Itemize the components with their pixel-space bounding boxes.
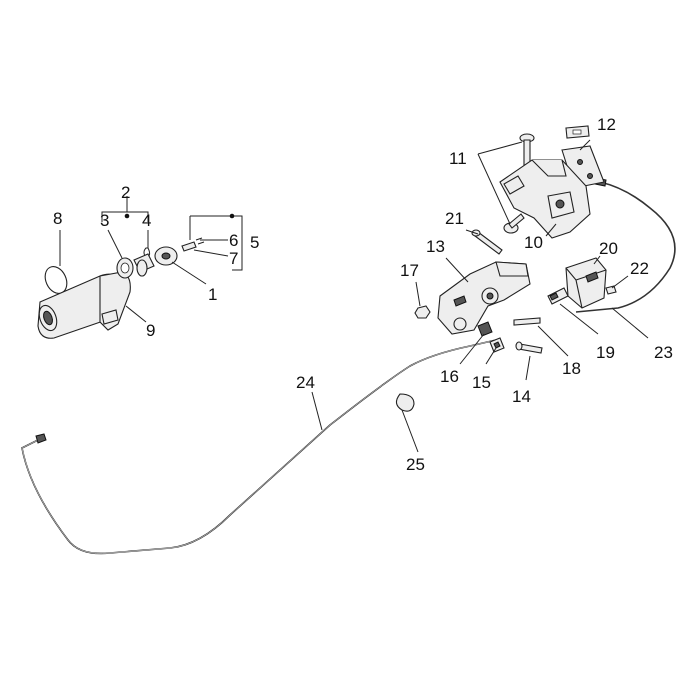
part-20-actuator — [565, 257, 607, 309]
part-16-fitting — [477, 321, 493, 337]
cable-24 — [21, 339, 497, 555]
label-14: 14 — [512, 387, 531, 406]
part-19-connector — [547, 287, 569, 305]
label-7: 7 — [229, 249, 238, 268]
label-25: 25 — [406, 455, 425, 474]
part-1-cam — [154, 246, 178, 266]
label-10: 10 — [524, 233, 543, 252]
label-24: 24 — [296, 373, 315, 392]
part-9-lock-housing — [37, 271, 131, 339]
label-22: 22 — [630, 259, 649, 278]
label-15: 15 — [472, 373, 491, 392]
label-21: 21 — [445, 209, 464, 228]
leader-lines — [59, 139, 649, 453]
label-5: 5 — [250, 233, 259, 252]
group-bracket-5 — [189, 213, 243, 271]
label-11: 11 — [449, 149, 467, 168]
callout-labels: 1 2 3 4 5 6 7 8 9 10 11 12 13 14 15 16 1… — [53, 115, 673, 474]
label-17: 17 — [400, 261, 419, 280]
label-8: 8 — [53, 209, 62, 228]
label-20: 20 — [599, 239, 618, 258]
group-bracket-2 — [101, 196, 149, 222]
label-18: 18 — [562, 359, 581, 378]
label-3: 3 — [100, 211, 109, 230]
part-13-lever-bracket — [437, 261, 531, 335]
label-16: 16 — [440, 367, 459, 386]
part-15-fitting — [489, 337, 505, 353]
label-2: 2 — [121, 183, 130, 202]
label-4: 4 — [142, 211, 151, 230]
part-6-7-spring-pin — [181, 237, 205, 252]
label-1: 1 — [208, 285, 217, 304]
part-14-pin — [515, 341, 543, 354]
cable-clip-25 — [395, 393, 415, 412]
label-12: 12 — [597, 115, 616, 134]
label-23: 23 — [654, 343, 673, 362]
part-11-bolt-bottom — [503, 213, 525, 234]
part-22-clip — [605, 285, 617, 295]
part-10-latch-bracket — [499, 159, 591, 239]
label-19: 19 — [596, 343, 615, 362]
label-6: 6 — [229, 231, 238, 250]
part-2-lock-barrel — [133, 253, 155, 277]
part-17-nut — [414, 305, 431, 319]
label-9: 9 — [146, 321, 155, 340]
part-18-pin — [513, 317, 541, 326]
label-13: 13 — [426, 237, 445, 256]
part-3-washer — [116, 257, 134, 279]
